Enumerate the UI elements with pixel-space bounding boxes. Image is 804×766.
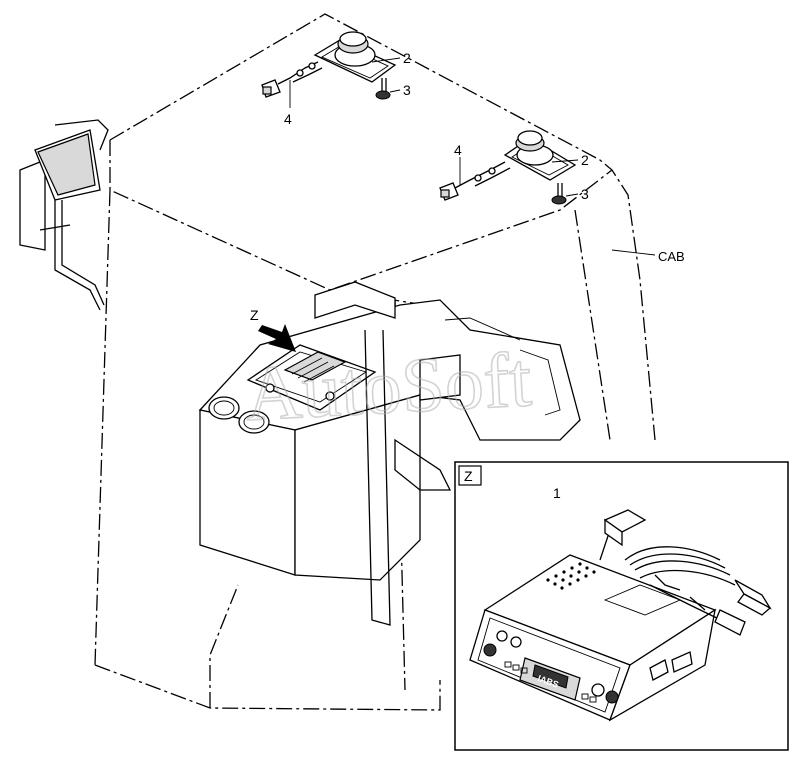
callout-3-top: 3 bbox=[403, 82, 411, 98]
inset-tag-label: Z bbox=[464, 468, 473, 484]
speaker-right bbox=[439, 130, 577, 201]
radio-harness bbox=[599, 509, 772, 636]
callout-1: 1 bbox=[553, 485, 561, 501]
screw-right bbox=[551, 183, 567, 205]
vent-holes bbox=[546, 562, 596, 590]
view-arrow bbox=[258, 324, 296, 352]
steering-column bbox=[364, 329, 452, 626]
radio-unit bbox=[469, 554, 717, 722]
watermark: AutoSoft bbox=[243, 335, 534, 437]
radio-faceplate-buttons bbox=[504, 661, 597, 703]
screw-left bbox=[375, 78, 391, 100]
speaker-left bbox=[261, 31, 397, 98]
side-mirror bbox=[19, 119, 109, 311]
dashboard-console bbox=[198, 281, 581, 581]
callout-4-right: 4 bbox=[454, 142, 462, 158]
callout-2-top: 2 bbox=[403, 50, 411, 66]
callout-3-right: 3 bbox=[581, 186, 589, 202]
view-marker-label: Z bbox=[250, 307, 259, 323]
callout-2-right: 2 bbox=[581, 152, 589, 168]
callout-cab: CAB bbox=[658, 249, 685, 264]
callout-4-top: 4 bbox=[284, 111, 292, 127]
